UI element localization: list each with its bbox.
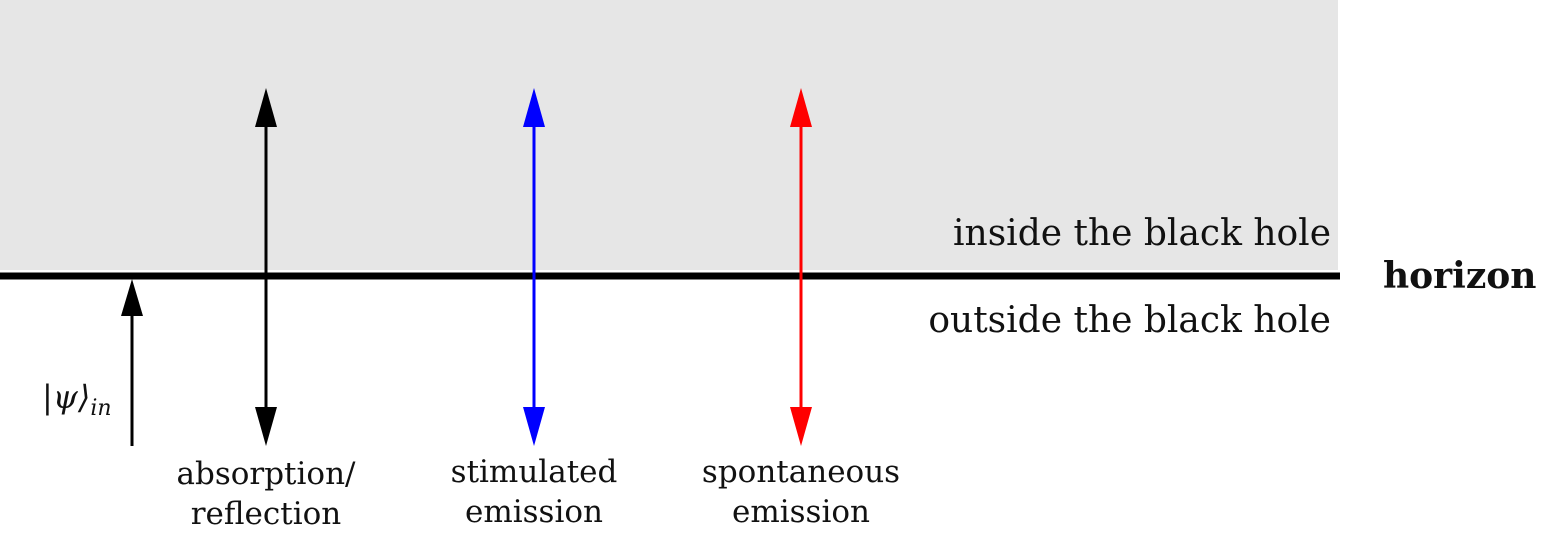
absorption-reflection-label-line2: reflection	[190, 496, 342, 532]
outside-region-label: outside the black hole	[928, 300, 1331, 341]
stimulated-emission-label: stimulated emission	[451, 452, 618, 532]
spontaneous-emission-arrow	[790, 88, 812, 446]
stimulated-emission-arrow	[523, 88, 545, 446]
incoming-state-label: |ψ⟩in	[42, 378, 112, 420]
inside-region	[0, 0, 1338, 270]
stimulated-emission-label-line1: stimulated	[450, 454, 618, 490]
absorption-reflection-arrow	[255, 88, 277, 446]
spontaneous-emission-label-line2: emission	[731, 494, 871, 530]
spontaneous-emission-label-line1: spontaneous	[701, 454, 901, 490]
incoming-state-symbol: |ψ⟩	[42, 378, 91, 416]
horizon-label: horizon	[1383, 255, 1537, 297]
stimulated-emission-label-line2: emission	[464, 494, 604, 530]
inside-region-label: inside the black hole	[953, 213, 1331, 254]
absorption-reflection-label: absorption/ reflection	[176, 454, 355, 534]
incoming-state-subscript: in	[90, 396, 112, 421]
absorption-reflection-label-line1: absorption/	[176, 456, 356, 492]
spontaneous-emission-label: spontaneous emission	[702, 452, 900, 532]
incoming-state-arrow	[121, 279, 143, 446]
